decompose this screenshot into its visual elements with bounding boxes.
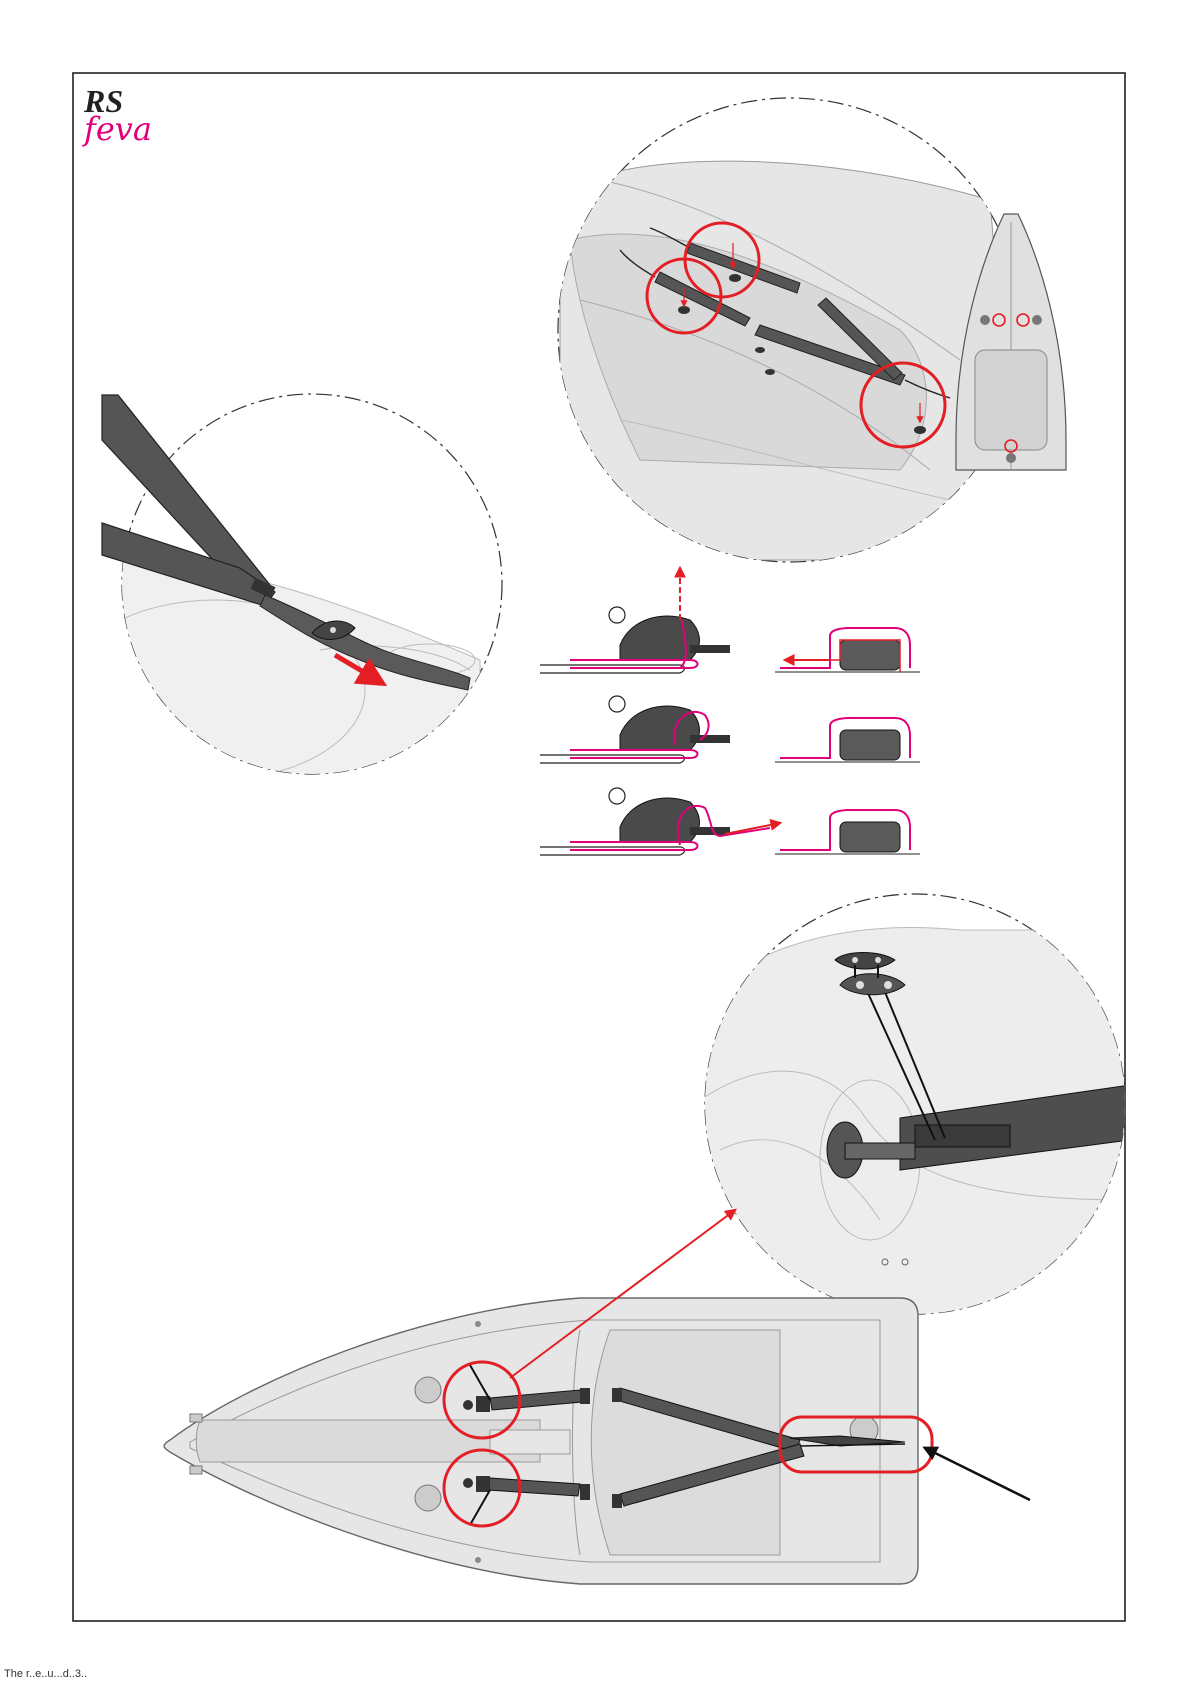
detail-circle-strap-clip (65, 394, 502, 780)
footer-caption: The r..e..u...d..3.. (4, 1668, 87, 1680)
detail-circle-deck (558, 98, 1022, 562)
logo-feva-text: feva (82, 110, 152, 148)
detail-circle-anchor-fitting (700, 894, 1130, 1320)
cleat-step-1 (540, 568, 920, 673)
cleat-step-diagrams (540, 568, 920, 855)
callout-arrow-black (925, 1448, 1030, 1500)
cleat-step-3 (540, 788, 920, 855)
rs-feva-logo: RS feva (82, 83, 152, 148)
cleat-step-2 (540, 696, 920, 763)
